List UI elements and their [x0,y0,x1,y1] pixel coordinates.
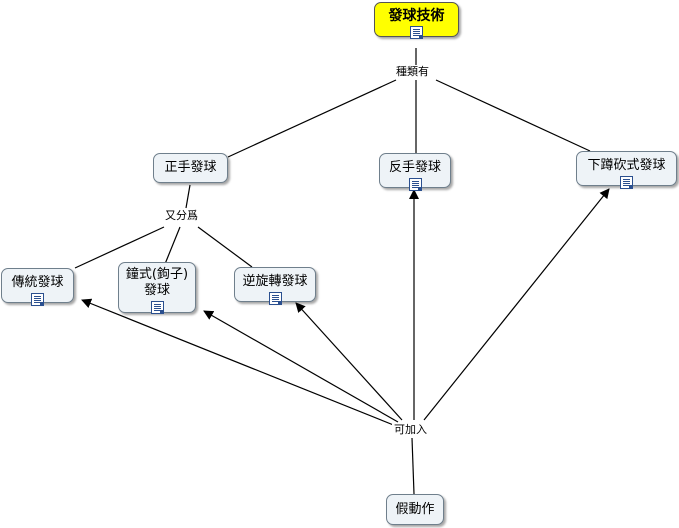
document-icon[interactable] [31,293,44,306]
concept-hook[interactable]: 鐘式(鉤子) 發球 [118,262,196,314]
concept-traditional-label: 傳統發球 [11,275,64,290]
concept-reverse[interactable]: 逆旋轉發球 [234,267,316,305]
document-icon[interactable] [410,26,423,39]
concept-forehand-label: 正手發球 [164,160,217,175]
arrow-to-traditional [81,298,397,427]
link-label-subdivided: 又分爲 [163,209,200,223]
concept-forehand[interactable]: 正手發球 [153,153,228,183]
concept-fake[interactable]: 假動作 [386,494,444,525]
arrow-to-reverse [295,302,403,421]
concept-root-label: 發球技術 [388,8,445,24]
document-icon[interactable] [408,178,422,191]
edge-fake-addable [411,437,415,495]
concept-traditional[interactable]: 傳統發球 [1,268,74,306]
edge-types-forehand [227,79,397,158]
edge-types-squat [435,79,591,152]
concept-backhand-label: 反手發球 [388,160,441,175]
concept-root[interactable]: 發球技術 [374,2,459,39]
document-icon[interactable] [150,301,164,314]
edge-forehand-subdivided [185,184,191,209]
concept-fake-label: 假動作 [395,501,435,517]
edge-subdivided-hook [164,226,181,265]
concept-hook-label-line1: 鐘式(鉤子) [125,267,189,282]
concept-reverse-label: 逆旋轉發球 [242,274,308,289]
concept-squat-label: 下蹲砍式發球 [587,158,666,173]
document-icon[interactable] [620,176,633,189]
concept-backhand[interactable]: 反手發球 [379,153,451,191]
link-label-addable: 可加入 [392,423,429,437]
edge-subdivided-reverse [197,226,253,268]
concept-hook-label-line2: 發球 [143,283,170,298]
arrow-to-hook [203,310,399,423]
edge-subdivided-traditional [74,226,165,269]
document-icon[interactable] [268,292,282,305]
link-label-types: 種類有 [394,65,431,79]
concept-squat[interactable]: 下蹲砍式發球 [576,151,677,189]
arrow-to-squat [423,188,610,421]
